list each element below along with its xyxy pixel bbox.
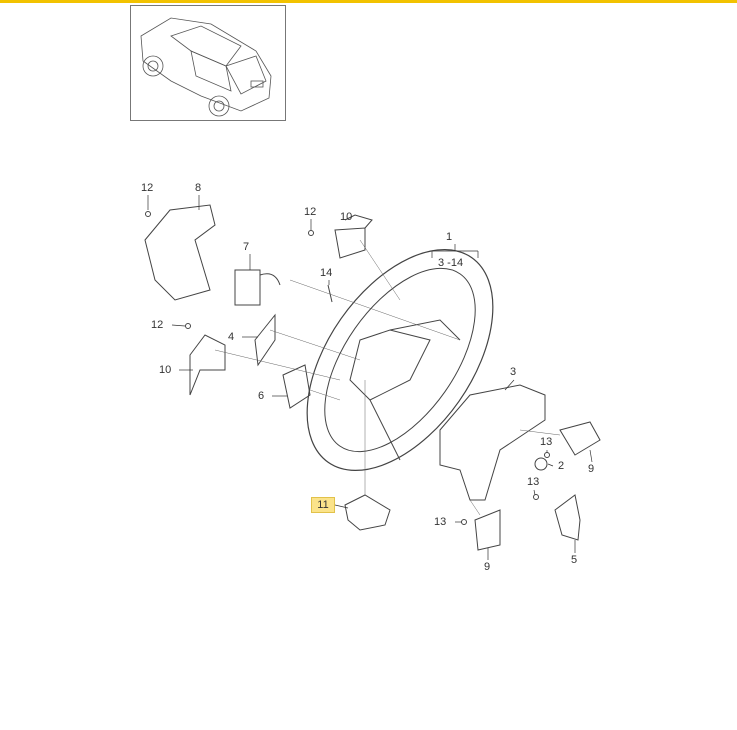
callout-2[interactable]: 2 (558, 460, 565, 472)
callout-10[interactable]: 10 (340, 211, 353, 223)
callout-8[interactable]: 8 (195, 182, 202, 194)
callout-12[interactable]: 12 (151, 319, 164, 331)
trim-cover (439, 384, 546, 501)
steering-wheel-rim (306, 248, 494, 472)
callout-7[interactable]: 7 (243, 241, 250, 253)
callout-13[interactable]: 13 (434, 516, 447, 528)
callout-10[interactable]: 10 (159, 364, 172, 376)
callout-3-14[interactable]: 3 -14 (438, 257, 464, 269)
vehicle-overview-icon (140, 17, 272, 117)
callout-4[interactable]: 4 (228, 331, 235, 343)
vehicle-thumbnail[interactable] (130, 5, 286, 121)
callout-13[interactable]: 13 (527, 476, 540, 488)
callout-12[interactable]: 12 (304, 206, 317, 218)
callout-6[interactable]: 6 (258, 390, 265, 402)
callout-13[interactable]: 13 (540, 436, 553, 448)
top-accent-bar (0, 0, 737, 3)
callout-9[interactable]: 9 (484, 561, 491, 573)
callout-12[interactable]: 12 (141, 182, 154, 194)
callout-5[interactable]: 5 (571, 554, 578, 566)
callout-9[interactable]: 9 (588, 463, 595, 475)
callout-1[interactable]: 1 (446, 231, 453, 243)
callout-11-highlighted[interactable]: 11 (311, 497, 335, 513)
callout-14[interactable]: 14 (320, 267, 333, 279)
callout-3[interactable]: 3 (510, 366, 517, 378)
